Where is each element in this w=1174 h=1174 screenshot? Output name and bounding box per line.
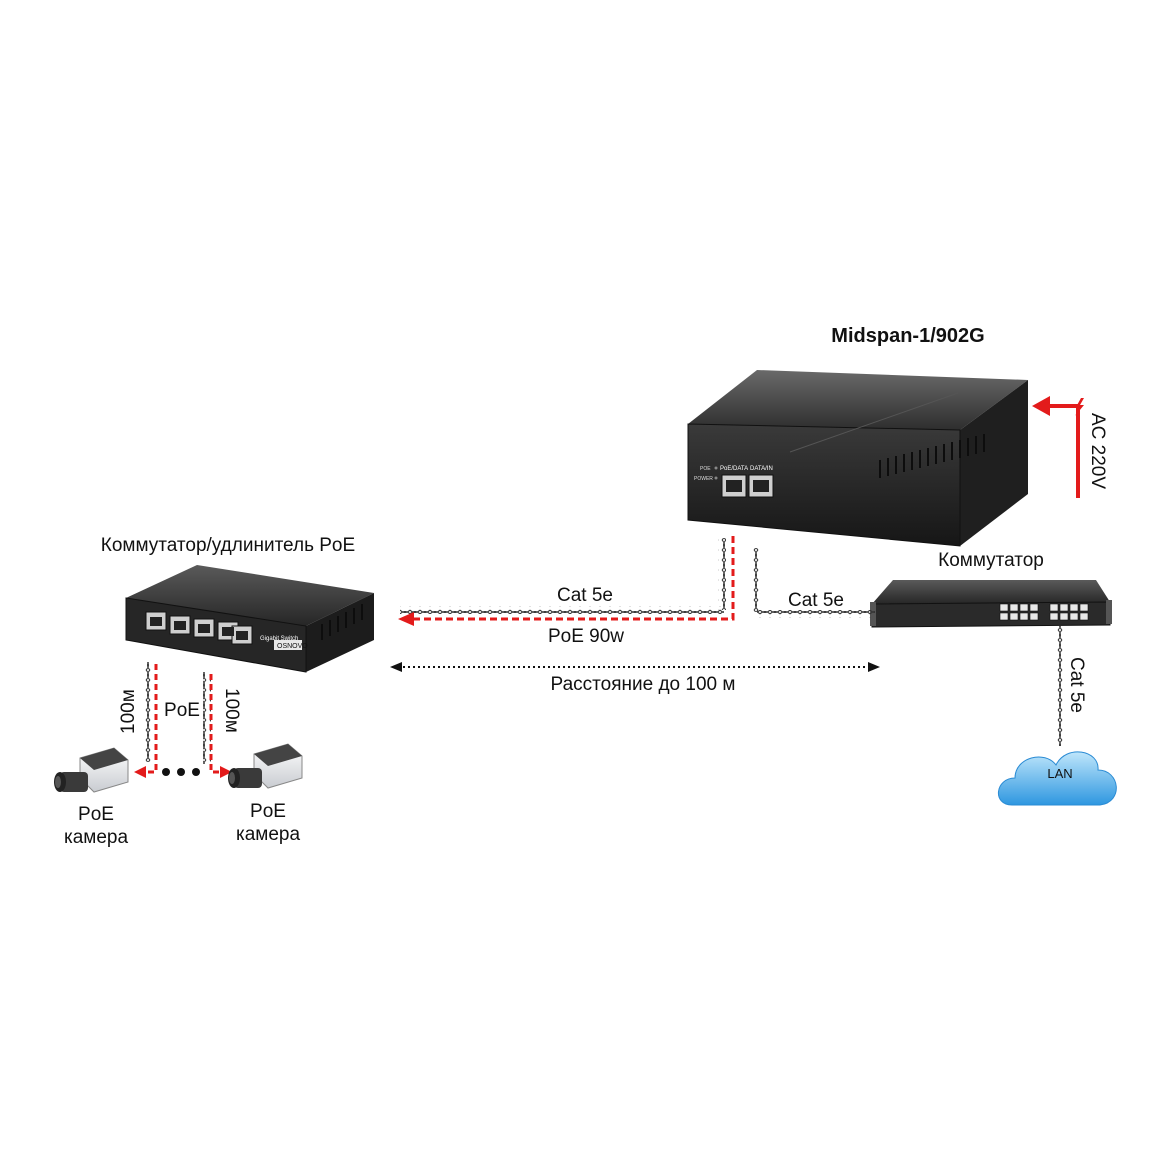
led-power-indicator [714,476,718,480]
poe-power-label: PoE 90w [548,626,624,647]
camera-right-icon [228,743,303,789]
led-power-label: POWER [694,476,713,482]
ac-power-label: AC 220V [1087,413,1108,489]
camera-left-cable [143,662,151,762]
midspan-poe-cable-horizontal [400,606,724,614]
poe-switch-device [125,565,374,673]
distance-arrow [390,662,880,672]
midspan-data-cable-horizontal [757,610,875,618]
top-cable-label: Cat 5e [557,585,613,606]
led-poe-indicator [714,466,718,470]
lan-cable [1055,626,1063,746]
camera-right-label-line1: PoE [250,801,286,822]
camera-left-label-line2: камера [64,827,128,848]
switch-label: Коммутатор [938,550,1044,571]
midspan-poe-cable-vertical [718,538,726,610]
camera-right-label-line2: камера [236,824,300,845]
led-poe-label: POE [700,466,711,472]
switch-cable-label: Cat 5e [788,590,844,611]
poe-switch-model: Gigabit Switch [260,636,298,642]
poe-switch-brand: OSNOVO [277,643,308,650]
camera-left-poe-arrow [134,664,158,778]
lan-cloud-icon [997,751,1117,806]
port-data-in-label: DATA/IN [750,466,773,472]
midspan-device: PoE/DATA DATA/IN POE POWER [687,370,1028,547]
camera-right-poe-arrow [209,674,232,778]
midspan-title: Midspan-1/902G [831,325,984,347]
camera-poe-label: PoE [164,700,200,721]
camera-left-icon [54,747,129,793]
ellipsis-icon [162,768,200,776]
midspan-data-cable-vertical [753,548,761,612]
camera-right-length: 100м [221,688,242,733]
poe-power-arrow [398,536,735,626]
lan-label: LAN [1047,766,1072,781]
distance-label: Расстояние до 100 м [551,674,736,695]
poe-switch-label: Коммутатор/удлинитель PoE [101,535,355,556]
camera-left-label-line1: PoE [78,804,114,825]
camera-left-length: 100м [118,689,139,734]
vent-icon [879,434,985,478]
lan-cable-label: Cat 5e [1066,657,1087,713]
rack-switch [870,580,1112,628]
lightning-icon [1075,398,1084,416]
port-poe-data-label: PoE/DATA [720,466,748,472]
camera-right-cable [203,672,211,764]
ac-power-arrow [1032,396,1084,498]
